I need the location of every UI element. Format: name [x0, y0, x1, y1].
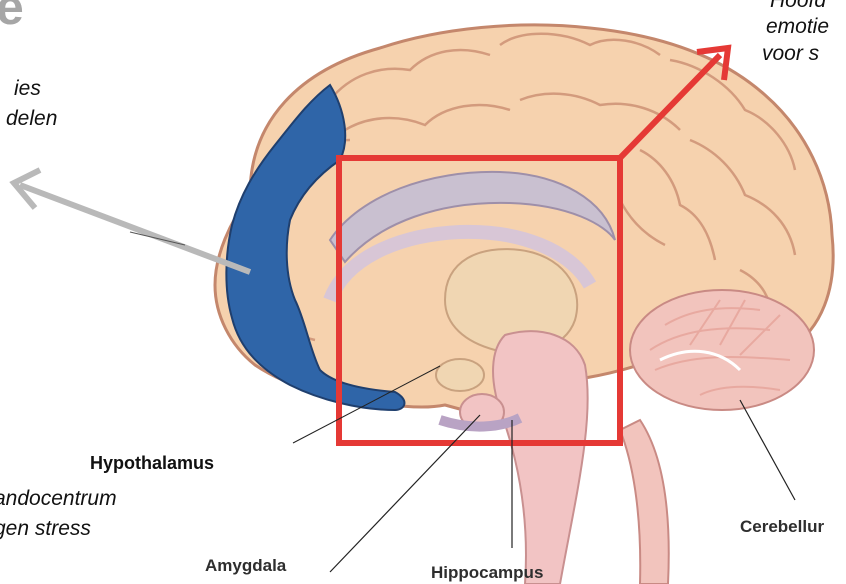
spinal-cord — [620, 420, 669, 584]
top-right-annotation-line2: emotie — [762, 14, 829, 40]
bottom-left-annotation-line2: gen stress — [0, 516, 117, 542]
cerebellum-shape — [630, 290, 814, 410]
amygdala-label: Amygdala — [205, 556, 286, 576]
gray-arrow-line — [20, 185, 250, 272]
bottom-left-annotation-line1: andocentrum — [0, 486, 117, 512]
top-right-annotation: Hoofd emotie voor s — [762, 0, 829, 67]
top-left-annotation-line2: delen — [6, 106, 57, 132]
hypothalamus-label: Hypothalamus — [90, 453, 214, 474]
hypothalamus-shape — [436, 359, 484, 391]
top-right-annotation-line3: voor s — [762, 41, 829, 67]
bottom-left-annotation: andocentrum gen stress — [0, 486, 117, 543]
top-left-annotation: ies delen — [6, 76, 57, 133]
cerebellum-leader — [740, 400, 795, 500]
hippocampus-label: Hippocampus — [431, 563, 543, 583]
top-right-annotation-line1: Hoofd — [762, 0, 829, 14]
brainstem — [493, 331, 588, 584]
top-left-annotation-line1: ies — [6, 76, 57, 102]
amygdala-leader — [330, 415, 480, 572]
cerebellum-label: Cerebellur — [740, 517, 824, 537]
